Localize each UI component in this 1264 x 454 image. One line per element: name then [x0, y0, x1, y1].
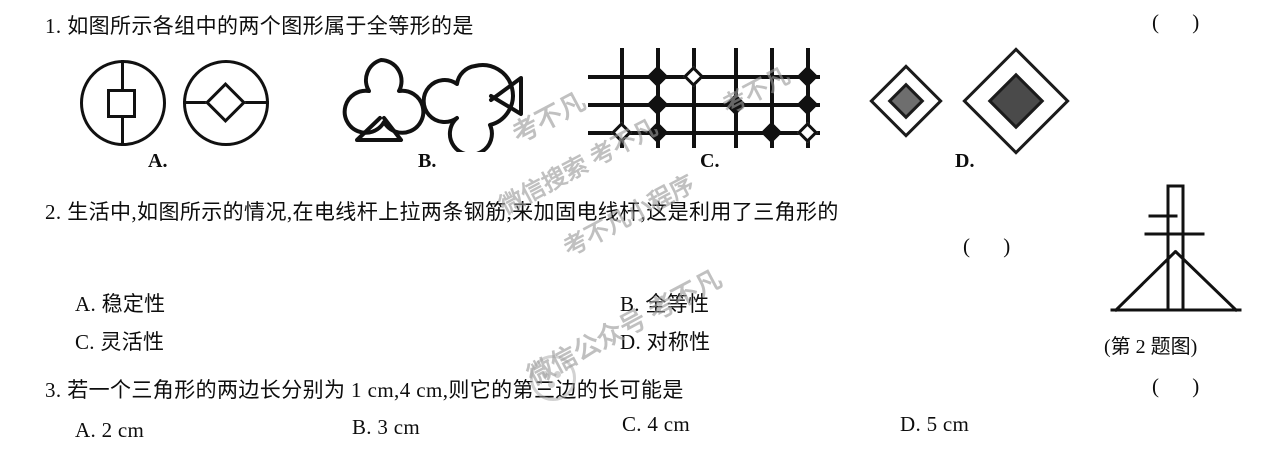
figure-group-c-grid-2 — [702, 48, 820, 148]
question-3-option-c: C. 4 cm — [622, 412, 691, 436]
question-3-option-d: D. 5 cm — [900, 412, 970, 436]
grid1-node-r3c2-filled — [646, 121, 669, 144]
figure-group-a — [75, 55, 285, 146]
question-3-option-b: B. 3 cm — [352, 415, 421, 439]
figure-label-b: B. — [418, 150, 437, 172]
grid1-vline-1 — [620, 48, 624, 148]
question-1-answer-parenthesis: ( ) — [1152, 10, 1214, 34]
grid1-node-r2c2-filled — [646, 93, 669, 116]
figure-2-caption: (第 2 题图) — [1104, 336, 1198, 358]
grid2-hline-2 — [702, 103, 820, 107]
grid1-vline-3 — [692, 48, 696, 148]
grid2-node-r2c1-filled — [724, 93, 747, 116]
question-3-stem: 3. 若一个三角形的两边长分别为 1 cm,4 cm,则它的第三边的长可能是 — [45, 378, 684, 402]
club-pair-svg — [342, 58, 523, 157]
figure-label-c: C. — [700, 150, 720, 172]
question-2-option-a: A. 稳定性 — [75, 292, 166, 316]
question-3-answer-parenthesis: ( ) — [1152, 374, 1214, 398]
figure-group-c-grid-1 — [588, 48, 706, 148]
grid2-node-r2c3-filled — [796, 93, 819, 116]
grid1-node-r1c2-filled — [646, 65, 669, 88]
figure-utility-pole — [1108, 182, 1258, 322]
question-2-option-c: C. 灵活性 — [75, 330, 165, 354]
grid2-node-r3c2-filled — [760, 121, 783, 144]
figure-group-b — [325, 52, 540, 157]
grid2-node-r1c3-filled — [796, 65, 819, 88]
circle-left-square — [107, 89, 136, 118]
question-2-option-d: D. 对称性 — [620, 330, 711, 354]
grid2-node-r3c3-hollow — [796, 121, 819, 144]
grid1-node-r1c3-hollow — [682, 65, 705, 88]
grid1-node-r3c1-hollow — [610, 121, 633, 144]
question-1-stem: 1. 如图所示各组中的两个图形属于全等形的是 — [45, 14, 474, 38]
question-2-stem: 2. 生活中,如图所示的情况,在电线杆上拉两条钢筋,来加固电线杆,这是利用了三角… — [45, 200, 839, 224]
question-2-answer-parenthesis: ( ) — [963, 234, 1025, 258]
question-2-option-b: B. 全等性 — [620, 292, 710, 316]
grid2-vline-2 — [770, 48, 774, 148]
grid2-hline-1 — [702, 75, 820, 79]
question-3-option-a: A. 2 cm — [75, 418, 145, 442]
utility-pole-svg — [1110, 184, 1242, 313]
figure-label-a: A. — [148, 150, 168, 172]
figure-label-d: D. — [955, 150, 975, 172]
figure-group-d — [860, 47, 1095, 155]
